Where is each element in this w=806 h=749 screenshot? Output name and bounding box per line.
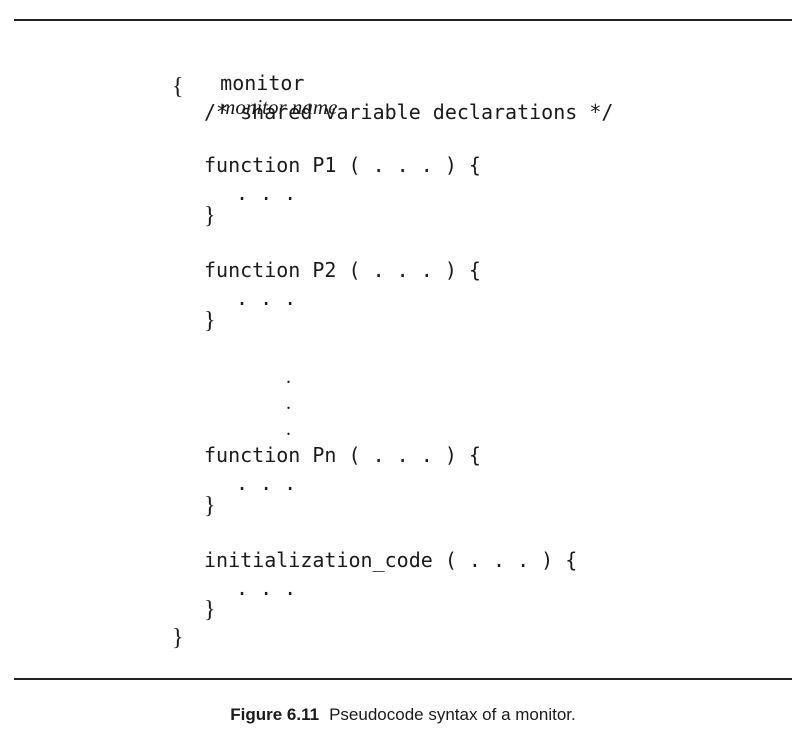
function-pn-body: . . . xyxy=(236,471,297,495)
monitor-name: monitor name xyxy=(220,95,338,119)
monitor-open-brace: { xyxy=(172,74,184,100)
monitor-close-brace: } xyxy=(172,625,184,651)
initialization-code-body: . . . xyxy=(236,576,297,600)
code-listing: monitor monitor name { /* shared variabl… xyxy=(172,0,732,680)
function-p2-body: . . . xyxy=(236,286,297,310)
shared-variables-comment: /* shared variable declarations */ xyxy=(204,100,614,124)
vertical-ellipsis-dot: . xyxy=(286,392,291,414)
function-pn-close: } xyxy=(204,493,216,519)
bottom-rule xyxy=(14,678,792,680)
figure-label: Figure 6.11 xyxy=(230,705,320,724)
vertical-ellipsis-dot: . xyxy=(286,366,291,388)
function-p2-header: function P2 ( . . . ) { xyxy=(204,258,481,282)
function-pn-header: function Pn ( . . . ) { xyxy=(204,443,481,467)
initialization-code-close: } xyxy=(204,597,216,623)
figure-caption: Figure 6.11 Pseudocode syntax of a monito… xyxy=(0,705,806,725)
function-p1-header: function P1 ( . . . ) { xyxy=(204,153,481,177)
top-rule xyxy=(14,19,792,21)
function-p2-close: } xyxy=(204,308,216,334)
figure-caption-text: Pseudocode syntax of a monitor. xyxy=(329,705,576,724)
function-p1-close: } xyxy=(204,203,216,229)
monitor-declaration-line: monitor monitor name xyxy=(172,47,337,119)
vertical-ellipsis-dot: . xyxy=(286,418,291,440)
monitor-keyword: monitor xyxy=(220,71,305,95)
initialization-code-header: initialization_code ( . . . ) { xyxy=(204,548,578,572)
function-p1-body: . . . xyxy=(236,181,297,205)
